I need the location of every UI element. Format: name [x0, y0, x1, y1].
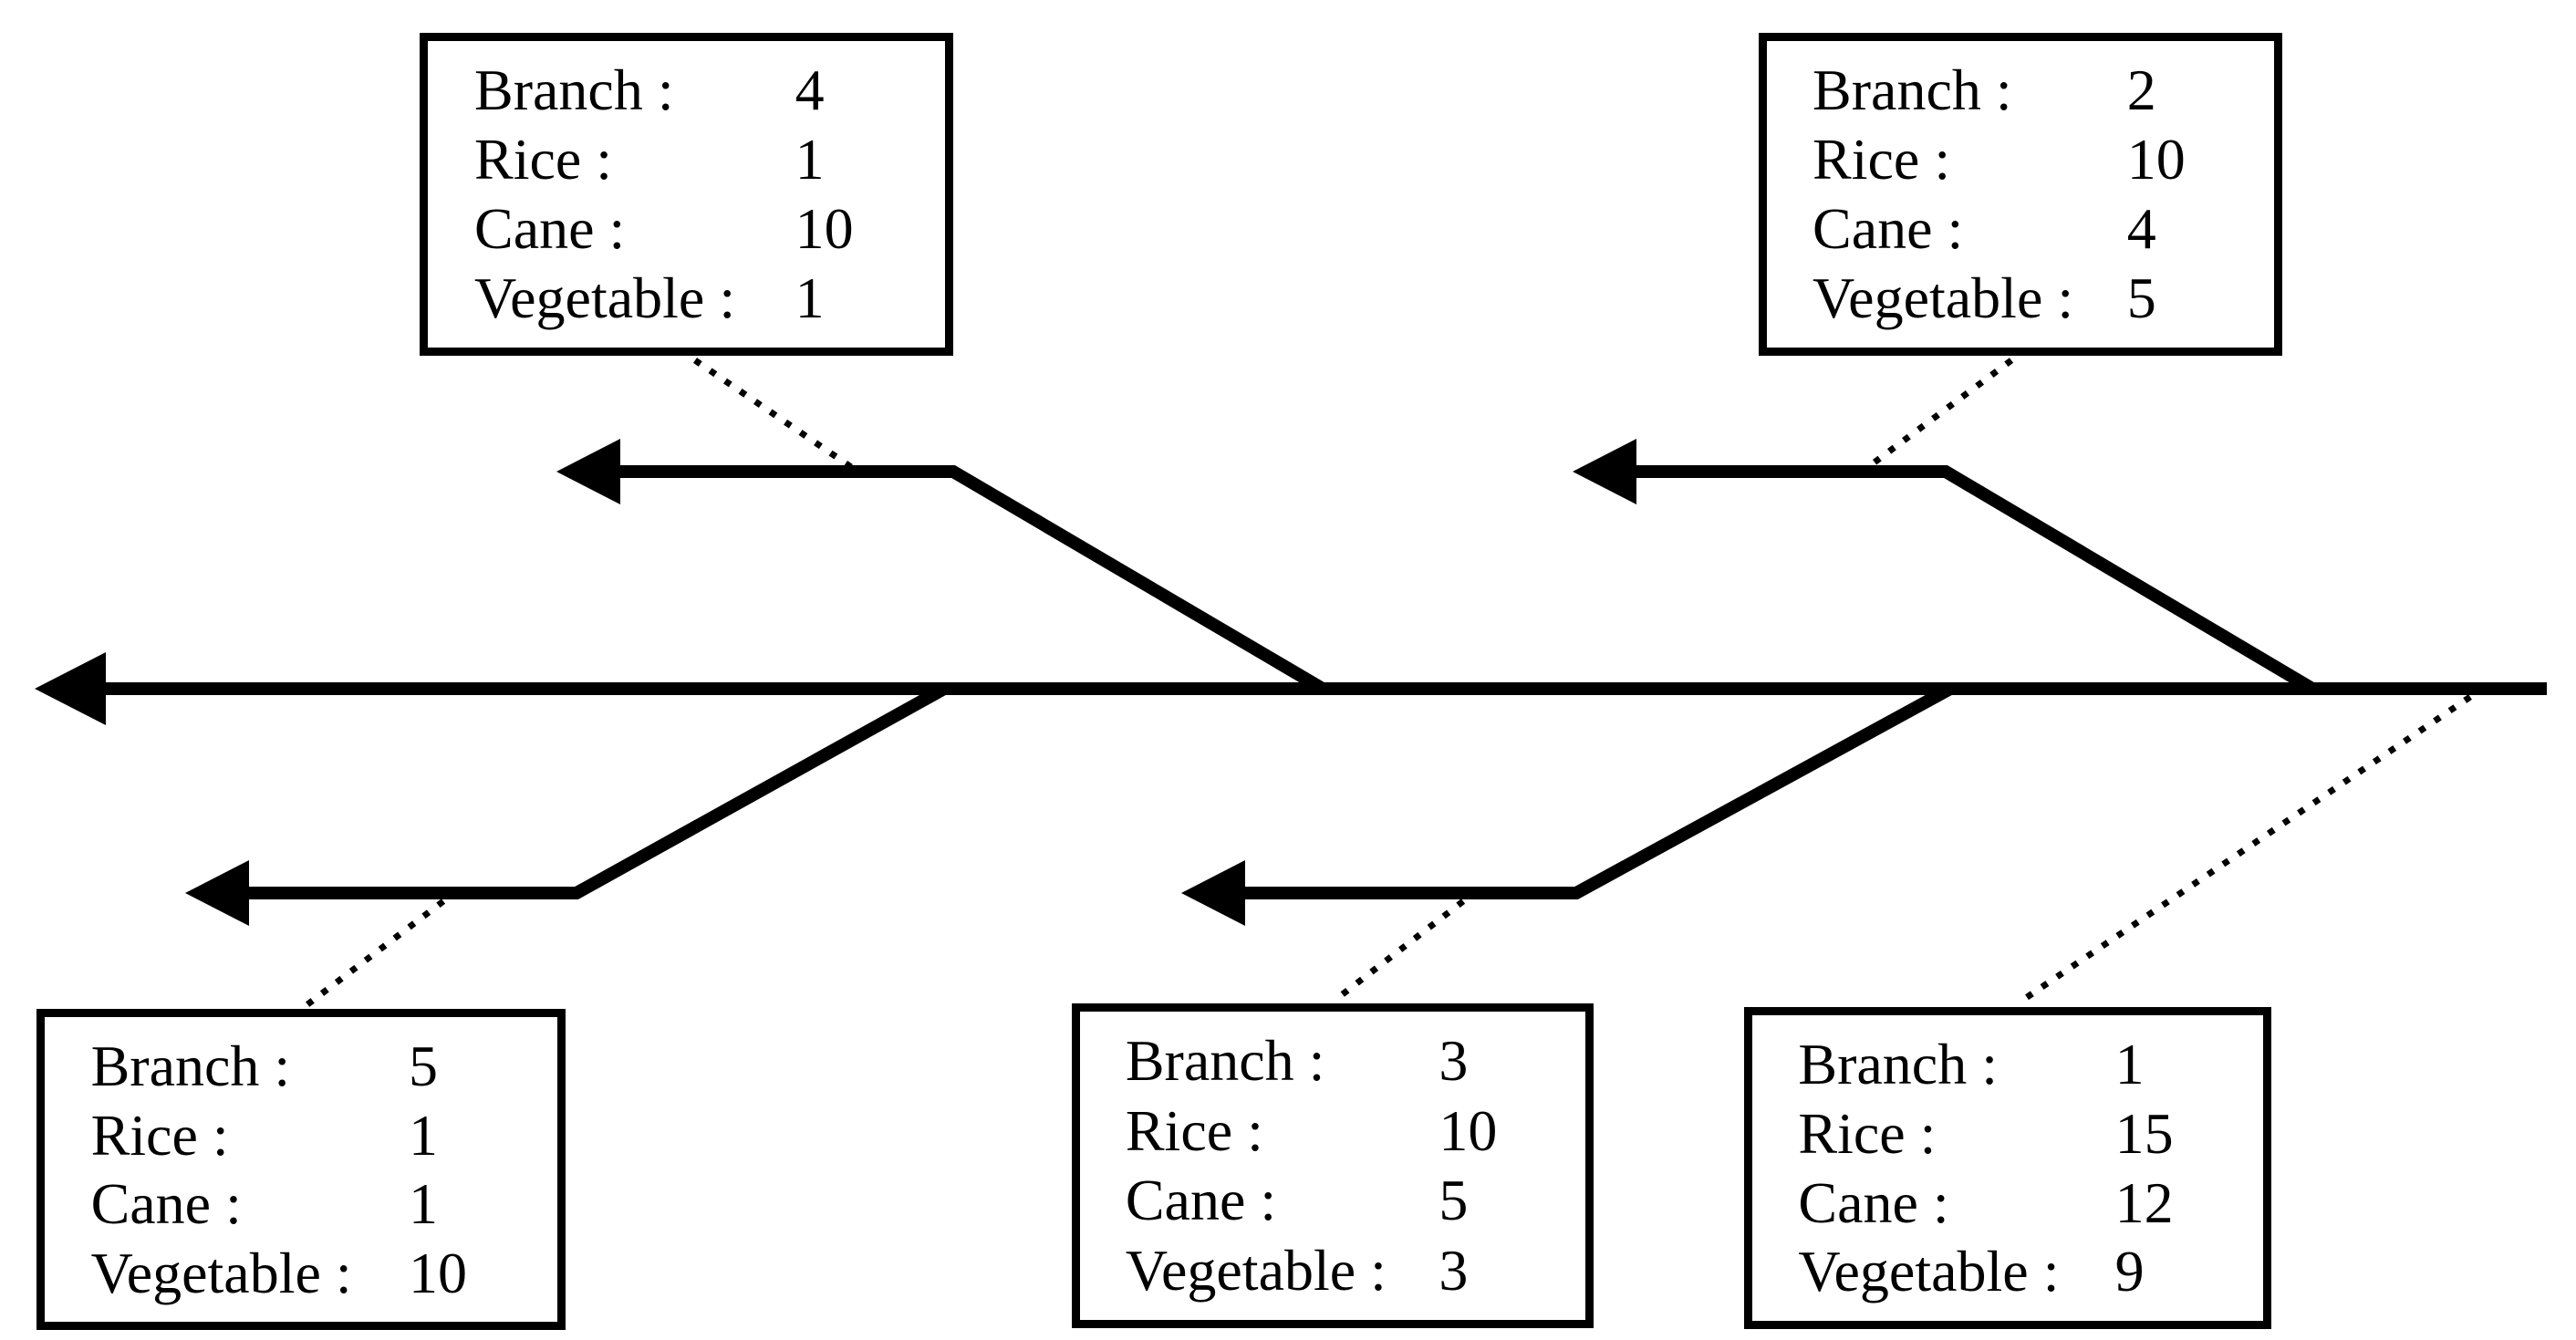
data-row: Vegetable : 3 [1080, 1236, 1585, 1305]
field-label: Rice : [1125, 1097, 1263, 1163]
field-value: 12 [2114, 1169, 2174, 1235]
field-label: Rice : [1813, 127, 1951, 192]
info-box-bottom-middle: Branch : 3 Rice : 10 Cane : 5 Vegetable … [1072, 1003, 1594, 1328]
branch-top-right-arrowhead-icon [1573, 439, 1636, 504]
field-value: 5 [409, 1034, 439, 1098]
dotted-connector-bottom-left [304, 899, 446, 1008]
dotted-connector-top-left [693, 358, 856, 472]
field-value: 10 [2126, 127, 2186, 192]
branch-line-top-right [1632, 465, 2316, 695]
data-row: Rice : 10 [1080, 1096, 1585, 1166]
data-row: Vegetable : 1 [428, 264, 945, 333]
field-value: 1 [795, 265, 825, 330]
data-row: Rice : 15 [1752, 1099, 2263, 1169]
info-box-bottom-right: Branch : 1 Rice : 15 Cane : 12 Vegetable… [1744, 1007, 2271, 1329]
branch-line-top-left [616, 465, 1326, 695]
field-label: Rice : [1798, 1100, 1937, 1166]
field-value: 1 [2114, 1032, 2145, 1096]
field-label: Cane : [474, 196, 626, 261]
field-value: 1 [409, 1102, 439, 1168]
field-value: 1 [795, 127, 825, 192]
branch-line-bottom-middle [1241, 682, 1954, 899]
data-row: Cane : 12 [1752, 1169, 2263, 1238]
field-label: Cane : [1125, 1168, 1277, 1233]
field-label: Cane : [1813, 196, 1964, 261]
dotted-connector-bottom-right [2016, 694, 2472, 1006]
field-value: 1 [409, 1171, 439, 1236]
field-label: Vegetable : [1813, 265, 2074, 330]
info-box-top-left: Branch : 4 Rice : 1 Cane : 10 Vegetable … [420, 33, 953, 356]
field-label: Vegetable : [90, 1240, 352, 1305]
field-value: 5 [1439, 1168, 1469, 1233]
data-row: Vegetable : 9 [1752, 1237, 2263, 1306]
field-label: Rice : [474, 127, 613, 192]
field-value: 10 [409, 1240, 468, 1305]
info-box-bottom-left: Branch : 5 Rice : 1 Cane : 1 Vegetable :… [36, 1009, 566, 1330]
data-row: Cane : 10 [428, 194, 945, 264]
field-label: Vegetable : [1798, 1239, 2060, 1304]
data-row: Branch : 3 [1080, 1026, 1585, 1096]
data-row: Cane : 4 [1767, 194, 2274, 264]
data-row: Rice : 1 [428, 125, 945, 194]
field-value: 4 [2126, 196, 2156, 261]
data-row: Cane : 5 [1080, 1166, 1585, 1235]
data-row: Rice : 1 [45, 1101, 557, 1170]
data-row: Branch : 1 [1752, 1030, 2263, 1099]
field-label: Branch : [1813, 57, 2012, 122]
field-value: 3 [1439, 1237, 1469, 1303]
field-label: Branch : [1125, 1028, 1325, 1094]
branch-line-bottom-left [244, 682, 948, 899]
data-row: Branch : 4 [428, 56, 945, 125]
data-row: Vegetable : 5 [1767, 264, 2274, 333]
data-row: Branch : 2 [1767, 56, 2274, 125]
field-value: 4 [795, 57, 825, 122]
info-box-top-right: Branch : 2 Rice : 10 Cane : 4 Vegetable … [1759, 33, 2282, 356]
spine-left-arrowhead-icon [35, 652, 106, 725]
data-row: Vegetable : 10 [45, 1239, 557, 1308]
field-value: 10 [795, 196, 854, 261]
field-value: 5 [2126, 265, 2156, 330]
branch-top-left-arrowhead-icon [556, 439, 620, 504]
field-value: 2 [2126, 57, 2156, 122]
data-row: Rice : 10 [1767, 125, 2274, 194]
field-label: Branch : [90, 1034, 291, 1098]
field-value: 3 [1439, 1028, 1469, 1094]
branch-bottom-middle-arrowhead-icon [1181, 860, 1245, 926]
data-row: Cane : 1 [45, 1169, 557, 1239]
field-label: Vegetable : [1125, 1237, 1387, 1303]
field-label: Rice : [90, 1102, 229, 1168]
field-value: 15 [2114, 1100, 2174, 1166]
dotted-connector-bottom-middle [1333, 899, 1466, 1002]
field-label: Cane : [1798, 1169, 1949, 1235]
field-value: 9 [2114, 1239, 2145, 1304]
field-label: Branch : [1798, 1032, 1998, 1096]
field-label: Branch : [474, 57, 674, 122]
field-value: 10 [1439, 1097, 1498, 1163]
branch-bottom-left-arrowhead-icon [185, 860, 249, 926]
field-label: Vegetable : [474, 265, 736, 330]
data-row: Branch : 5 [45, 1032, 557, 1101]
dotted-connector-top-right [1865, 358, 2014, 470]
field-label: Cane : [90, 1171, 242, 1236]
